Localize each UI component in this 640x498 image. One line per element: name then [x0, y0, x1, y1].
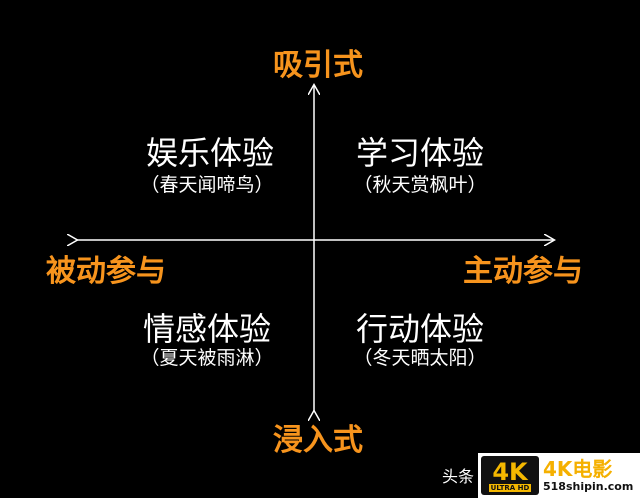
axis-label-top: 吸引式 — [273, 48, 363, 83]
quadrant-subtitle: （春天闻啼鸟） — [140, 174, 274, 196]
4k-badge: 4K ULTRA HD — [481, 456, 539, 495]
axis-label-bottom: 浸入式 — [273, 423, 363, 458]
badge-subtext: ULTRA HD — [488, 483, 532, 492]
quadrant-subtitle: （冬天晒太阳） — [353, 347, 487, 369]
quadrant-subtitle: （夏天被雨淋） — [140, 347, 274, 369]
quadrant-title: 情感体验 — [142, 310, 272, 348]
badge-text: 4K — [492, 457, 528, 486]
axis-label-right: 主动参与 — [463, 254, 583, 289]
axis-label-left: 被动参与 — [46, 254, 166, 289]
quadrant-title: 学习体验 — [355, 134, 485, 172]
watermark-text-group: 4K电影 518shipin.com — [543, 458, 633, 493]
quadrant-subtitle: （秋天赏枫叶） — [353, 174, 487, 196]
watermark-url: 518shipin.com — [543, 480, 634, 493]
watermark-prefix: 头条 — [442, 467, 475, 486]
quadrant-title: 娱乐体验 — [145, 134, 275, 172]
quadrant-title: 行动体验 — [355, 310, 485, 348]
watermark-name: 4K电影 — [543, 457, 613, 481]
watermark-logo: 4K ULTRA HD 4K电影 518shipin.com — [478, 453, 640, 498]
